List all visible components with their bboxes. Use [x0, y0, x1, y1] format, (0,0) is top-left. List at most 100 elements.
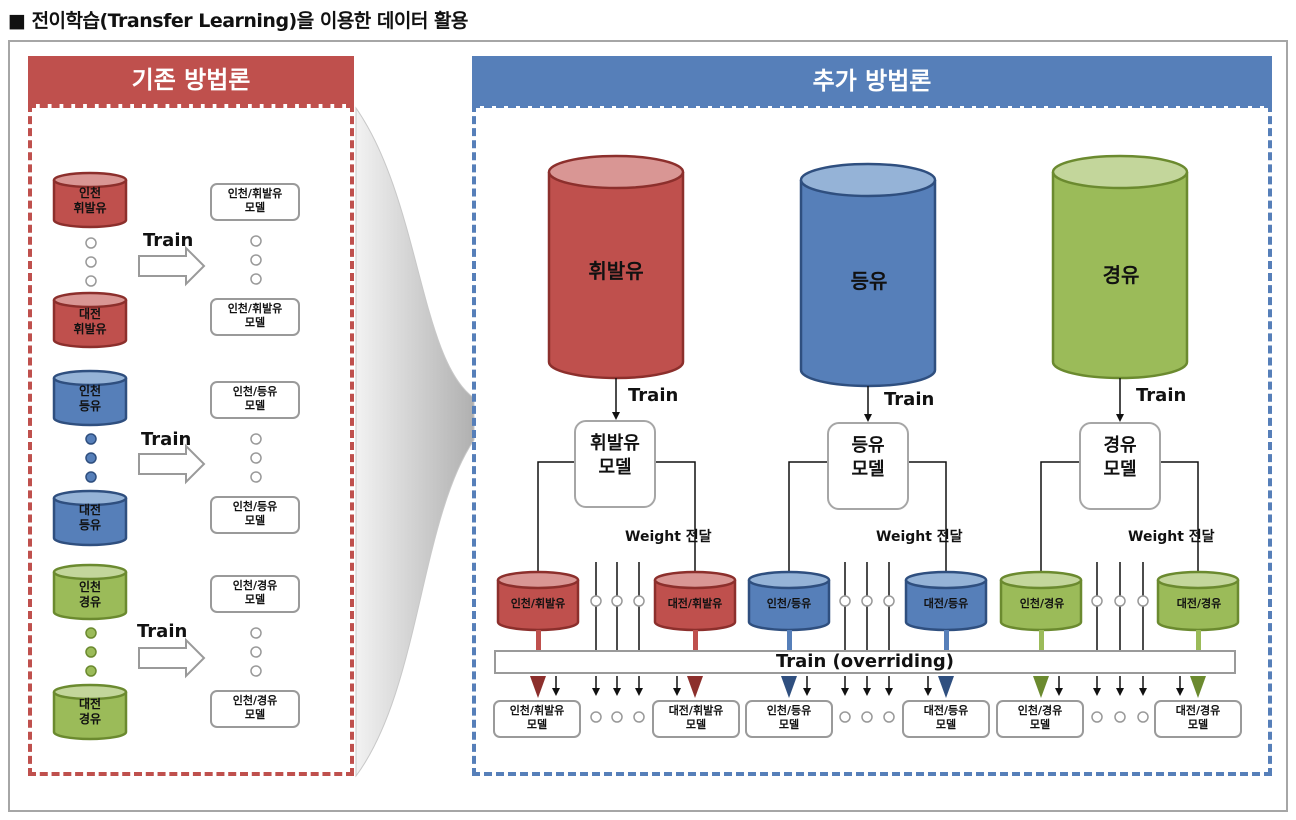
train-label: Train [628, 385, 679, 406]
transfer-triangle [530, 676, 546, 698]
transfer-triangle [1033, 676, 1049, 698]
ellipsis-dot [250, 433, 262, 445]
ellipsis-dot [250, 452, 262, 464]
stem [944, 630, 949, 650]
ellipsis-dot [85, 256, 97, 268]
arrow-head [552, 688, 560, 696]
big-data-cylinder [1051, 154, 1189, 380]
small-data-cylinder [747, 570, 831, 632]
cylinder-daejeon-kerosene-small: 대전/등유 [923, 597, 969, 610]
ellipsis-dot [590, 595, 602, 607]
legacy-method-panel [28, 104, 354, 776]
data-cylinder [52, 563, 128, 621]
arrow-head [1116, 688, 1124, 696]
ellipsis-dot [85, 237, 97, 249]
transfer-triangle [781, 676, 797, 698]
data-cylinder [52, 171, 128, 229]
page-heading: ■ 전이학습(Transfer Learning)을 이용한 데이터 활용 [8, 10, 468, 32]
ellipsis-dot [250, 646, 262, 658]
small-data-cylinder [496, 570, 580, 632]
ellipsis-dot [633, 711, 645, 723]
ellipsis-dot [85, 471, 97, 483]
weight-transfer-label: Weight 전달 [625, 529, 712, 545]
ellipsis-dot [250, 254, 262, 266]
arrow-head [1055, 688, 1063, 696]
arrow-head [592, 688, 600, 696]
cylinder-incheon-kerosene-small: 인천/등유 [766, 597, 812, 610]
ellipsis-dot [250, 665, 262, 677]
stem [536, 630, 541, 650]
weight-connector [1161, 461, 1199, 578]
arrow-head [1139, 688, 1147, 696]
ellipsis-dot [590, 711, 602, 723]
train-label: Train [143, 230, 194, 251]
outer-frame [8, 40, 1288, 812]
train-label: Train [884, 389, 935, 410]
weight-transfer-label: Weight 전달 [1128, 529, 1215, 545]
train-label: Train [141, 429, 192, 450]
ellipsis-dot [250, 627, 262, 639]
data-cylinder [52, 683, 128, 741]
small-data-cylinder [1156, 570, 1240, 632]
ellipsis-dot [861, 595, 873, 607]
arrow-head [673, 688, 681, 696]
arrow-head [924, 688, 932, 696]
stem [1196, 630, 1201, 650]
ellipsis-dot [883, 595, 895, 607]
ellipsis-dot [883, 711, 895, 723]
train-label: Train [137, 621, 188, 642]
train-arrow [138, 443, 206, 485]
weight-connector [656, 461, 696, 578]
weight-transfer-label: Weight 전달 [876, 529, 963, 545]
big-cylinder-gasoline: 휘발유 [588, 259, 644, 283]
arrow-head [635, 688, 643, 696]
big-cylinder-kerosene: 등유 [850, 269, 888, 293]
ellipsis-dot [85, 433, 97, 445]
ellipsis-dot [1091, 595, 1103, 607]
arrow-head [803, 688, 811, 696]
weight-connector [909, 461, 947, 578]
transfer-triangle [687, 676, 703, 698]
weight-connector [788, 461, 827, 578]
big-cylinder-diesel: 경유 [1102, 263, 1140, 287]
big-data-cylinder [799, 162, 937, 388]
arrow-head [613, 688, 621, 696]
zoom-funnel [355, 106, 475, 778]
ellipsis-dot [85, 646, 97, 658]
stem [1039, 630, 1044, 650]
weight-connector [1040, 461, 1079, 578]
train-arrow [138, 637, 206, 679]
ellipsis-dot [611, 711, 623, 723]
train-overriding-bar: Train (overriding) [494, 650, 1236, 674]
ellipsis-dot [1137, 711, 1149, 723]
data-cylinder [52, 291, 128, 349]
data-cylinder [52, 489, 128, 547]
arrow-head [864, 414, 872, 422]
ellipsis-dot [611, 595, 623, 607]
ellipsis-dot [1091, 711, 1103, 723]
cylinder-daejeon-gasoline-small: 대전/휘발유 [667, 597, 723, 610]
arrow-head [1116, 414, 1124, 422]
ellipsis-dot [85, 452, 97, 464]
arrow-head [885, 688, 893, 696]
stem [787, 630, 792, 650]
train-arrow [138, 245, 206, 287]
ellipsis-dot [1114, 711, 1126, 723]
big-data-cylinder [547, 154, 685, 380]
cylinder-daejeon-diesel-small: 대전/경유 [1176, 597, 1222, 610]
